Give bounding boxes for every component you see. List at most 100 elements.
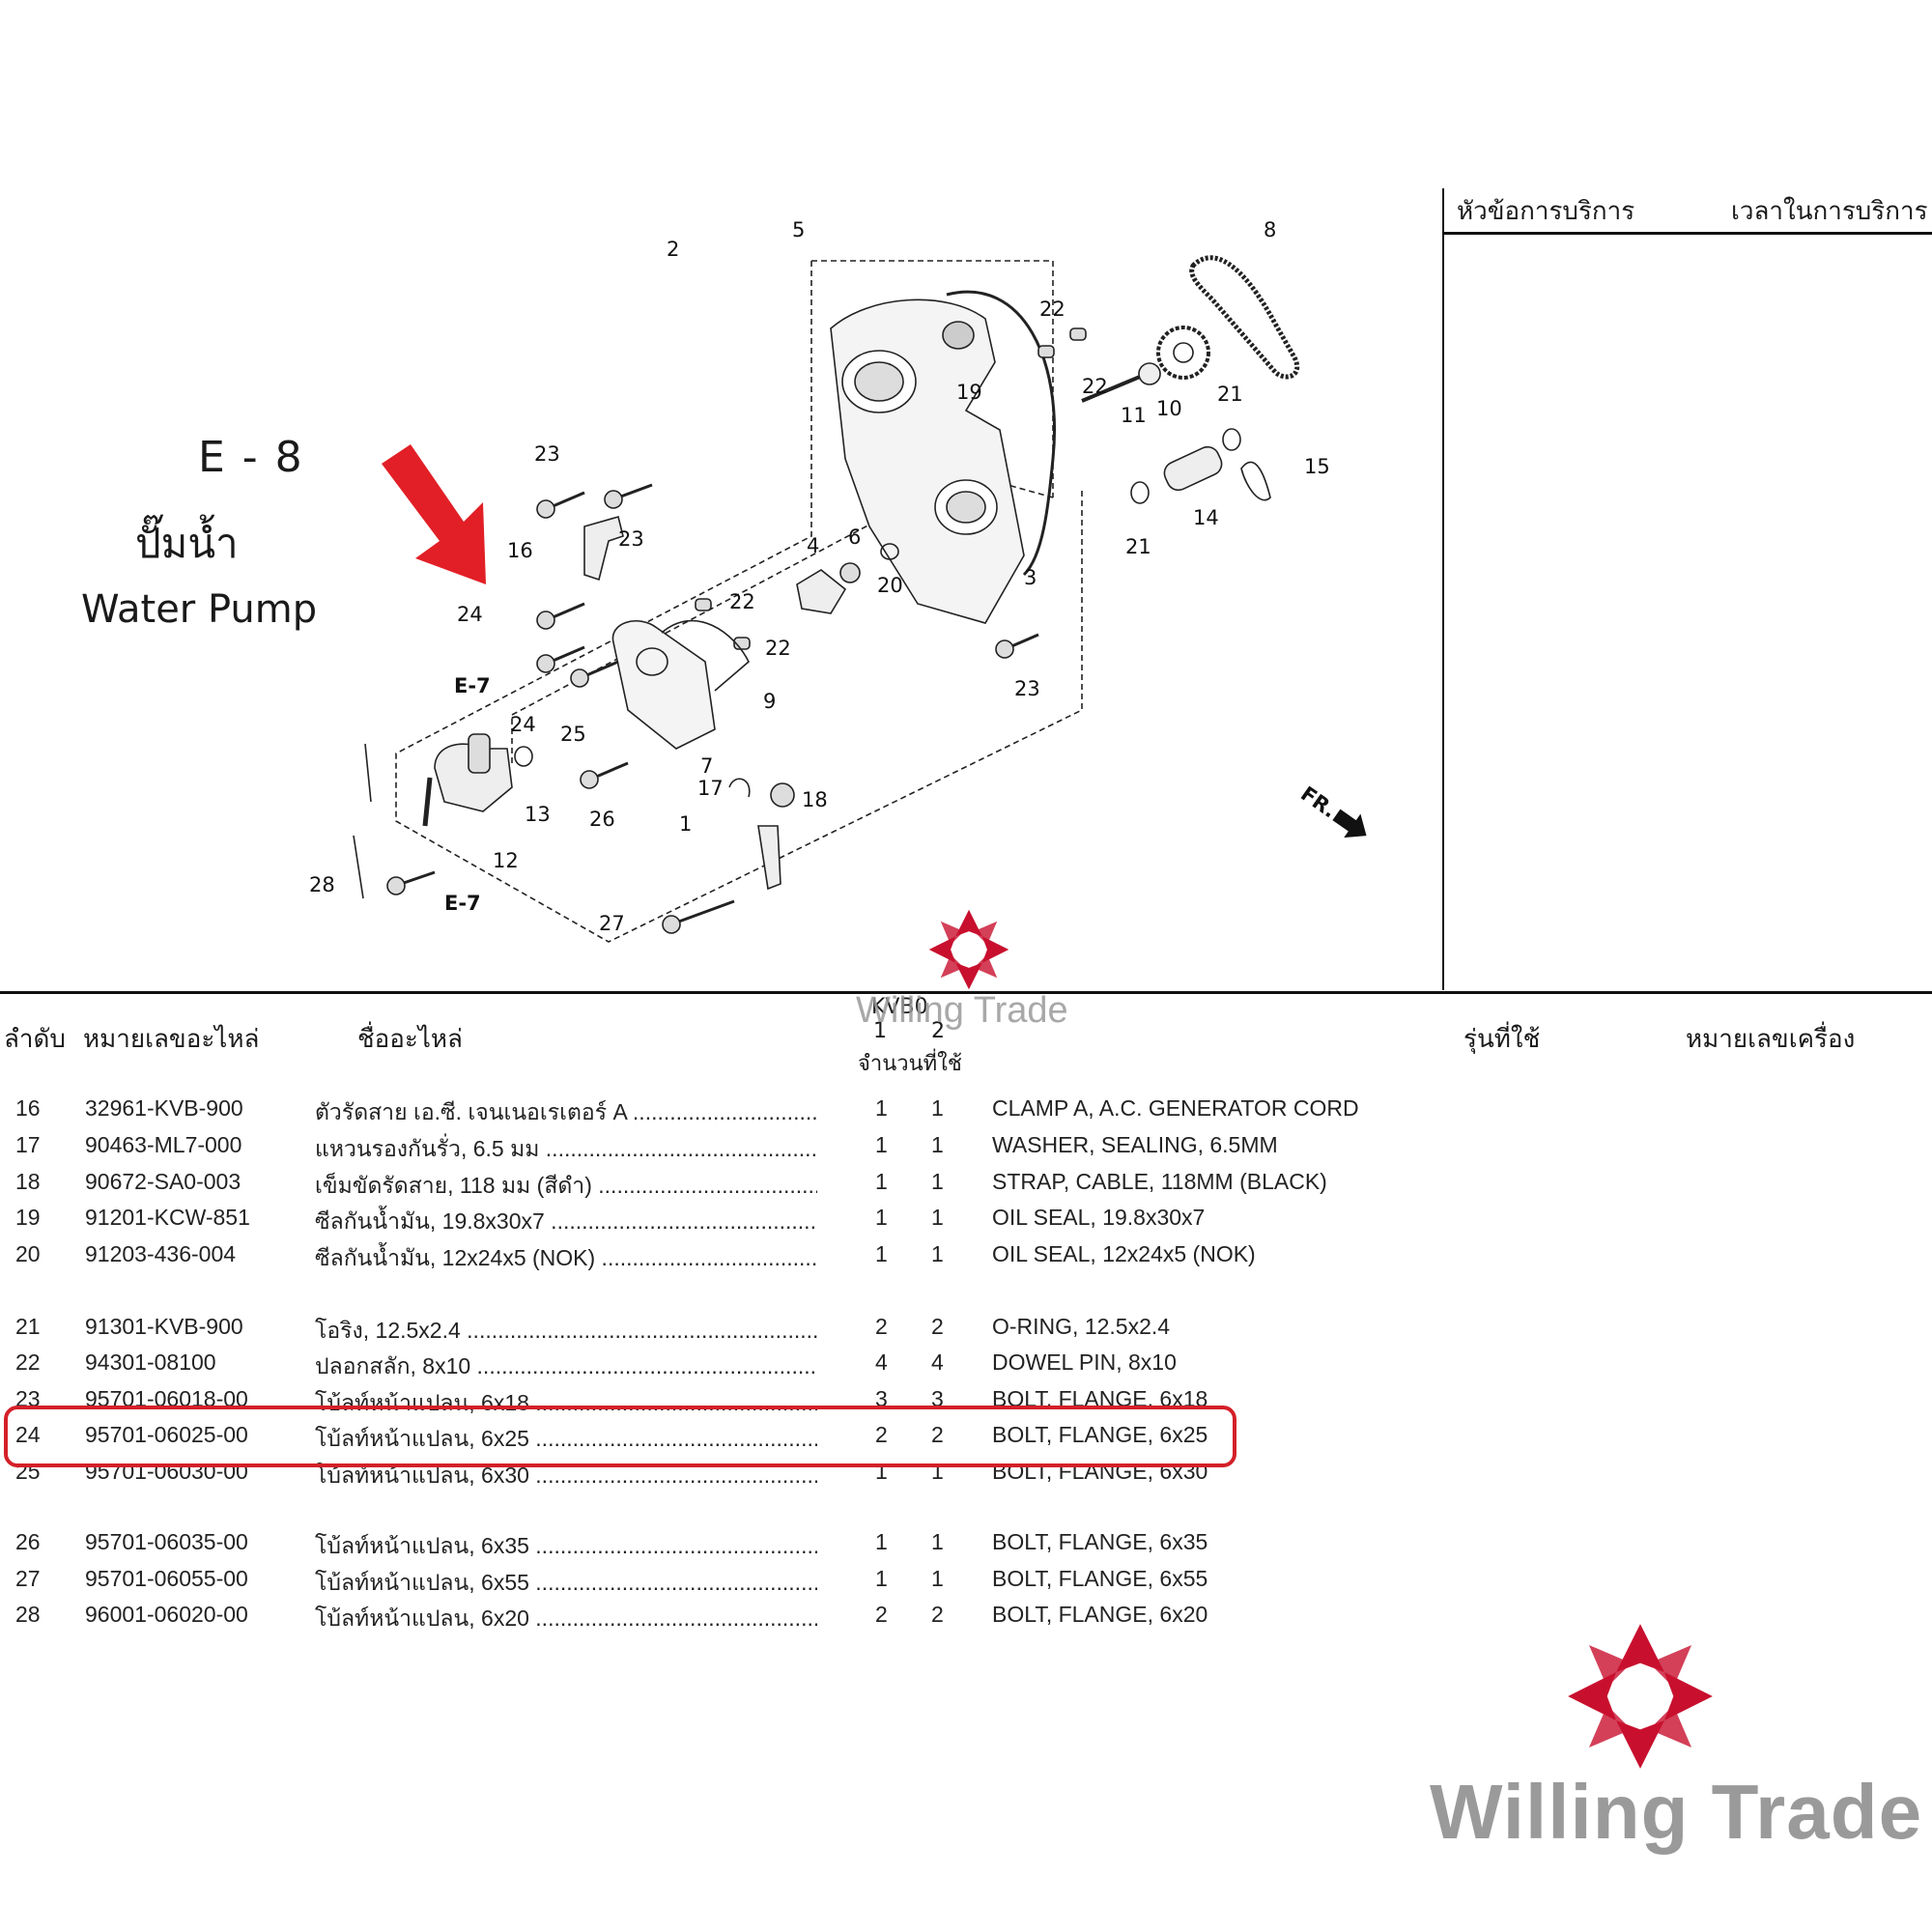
row-part-name-english: DOWEL PIN, 8x10 bbox=[992, 1350, 1177, 1375]
row-part-name-thai: ซีลกันน้ำมัน, 12x24x5 (NOK) bbox=[315, 1241, 817, 1276]
svg-text:8: 8 bbox=[1264, 218, 1276, 242]
svg-text:6: 6 bbox=[848, 526, 861, 549]
row-index: 16 bbox=[15, 1095, 41, 1121]
row-part-name-english: BOLT, FLANGE, 6x55 bbox=[992, 1566, 1208, 1591]
svg-text:18: 18 bbox=[802, 788, 828, 811]
row-index: 28 bbox=[15, 1602, 41, 1627]
row-part-name-english: BOLT, FLANGE, 6x30 bbox=[992, 1459, 1208, 1484]
reference-e7-bottom: E-7 bbox=[444, 892, 481, 915]
row-qty-1: 2 bbox=[875, 1422, 888, 1447]
svg-text:7: 7 bbox=[700, 754, 713, 778]
row-qty-1: 4 bbox=[875, 1350, 888, 1375]
row-qty-2: 4 bbox=[931, 1350, 944, 1375]
row-part-name-english: BOLT, FLANGE, 6x25 bbox=[992, 1422, 1208, 1447]
row-index: 20 bbox=[15, 1241, 41, 1266]
row-qty-1: 1 bbox=[875, 1132, 888, 1157]
row-part-name-english: WASHER, SEALING, 6.5MM bbox=[992, 1132, 1278, 1157]
svg-text:27: 27 bbox=[599, 912, 625, 935]
row-qty-2: 2 bbox=[931, 1602, 944, 1627]
svg-text:12: 12 bbox=[493, 849, 519, 872]
col-header-qty-code: KVB0 bbox=[871, 995, 928, 1019]
row-qty-2: 1 bbox=[931, 1566, 944, 1591]
row-qty-1: 1 bbox=[875, 1095, 888, 1121]
row-part-number: 90463-ML7-000 bbox=[85, 1132, 242, 1157]
row-part-number: 91201-KCW-851 bbox=[85, 1205, 250, 1230]
svg-text:23: 23 bbox=[618, 527, 644, 551]
row-qty-2: 1 bbox=[931, 1132, 944, 1157]
row-part-name-thai: ซีลกันน้ำมัน, 19.8x30x7 bbox=[315, 1205, 817, 1239]
row-qty-1: 1 bbox=[875, 1566, 888, 1591]
row-qty-2: 1 bbox=[931, 1529, 944, 1554]
svg-text:25: 25 bbox=[560, 723, 586, 746]
svg-text:FR.: FR. bbox=[1296, 781, 1341, 822]
svg-text:22: 22 bbox=[1082, 375, 1108, 398]
row-part-number: 90672-SA0-003 bbox=[85, 1169, 242, 1194]
svg-text:16: 16 bbox=[507, 539, 533, 562]
svg-text:4: 4 bbox=[807, 534, 819, 557]
row-qty-2: 1 bbox=[931, 1205, 944, 1230]
col-header-qty-2: 2 bbox=[931, 1019, 945, 1043]
row-qty-2: 1 bbox=[931, 1241, 944, 1266]
svg-text:14: 14 bbox=[1193, 506, 1219, 529]
row-qty-1: 3 bbox=[875, 1386, 888, 1411]
svg-text:9: 9 bbox=[763, 690, 776, 713]
watermark-text-large: Willing Trade bbox=[1430, 1769, 1923, 1855]
svg-text:22: 22 bbox=[765, 637, 791, 660]
willing-trade-logo-icon bbox=[928, 909, 1009, 990]
svg-text:21: 21 bbox=[1125, 535, 1151, 558]
row-part-name-thai: โบ้ลท์หน้าแปลน, 6x25 bbox=[315, 1422, 817, 1457]
row-part-name-english: OIL SEAL, 19.8x30x7 bbox=[992, 1205, 1206, 1230]
section-code: E - 8 bbox=[198, 433, 304, 482]
row-part-name-english: STRAP, CABLE, 118MM (BLACK) bbox=[992, 1169, 1327, 1194]
col-header-index: ลำดับ bbox=[4, 1025, 66, 1054]
row-qty-2: 1 bbox=[931, 1095, 944, 1121]
row-qty-1: 2 bbox=[875, 1602, 888, 1627]
row-part-number: 32961-KVB-900 bbox=[85, 1095, 243, 1121]
col-header-model: รุ่นที่ใช้ bbox=[1463, 1025, 1541, 1054]
row-index: 22 bbox=[15, 1350, 41, 1375]
service-topic-header: หัวข้อการบริการ bbox=[1457, 197, 1635, 226]
red-arrow-icon bbox=[382, 444, 486, 584]
row-part-name-english: OIL SEAL, 12x24x5 (NOK) bbox=[992, 1241, 1256, 1266]
reference-e7-top: E-7 bbox=[454, 674, 491, 697]
row-part-number: 91301-KVB-900 bbox=[85, 1314, 243, 1339]
table-top-rule bbox=[0, 991, 1932, 994]
row-part-number: 95701-06025-00 bbox=[85, 1422, 248, 1447]
row-part-number: 95701-06055-00 bbox=[85, 1566, 248, 1591]
service-time-header: เวลาในการบริการ bbox=[1731, 197, 1928, 226]
row-part-number: 95701-06030-00 bbox=[85, 1459, 248, 1484]
row-index: 21 bbox=[15, 1314, 41, 1339]
row-qty-2: 1 bbox=[931, 1169, 944, 1194]
svg-text:11: 11 bbox=[1121, 404, 1147, 427]
row-index: 17 bbox=[15, 1132, 41, 1157]
svg-text:24: 24 bbox=[457, 603, 483, 626]
svg-text:23: 23 bbox=[1014, 677, 1040, 700]
svg-text:21: 21 bbox=[1217, 383, 1243, 406]
row-index: 25 bbox=[15, 1459, 41, 1484]
svg-text:19: 19 bbox=[956, 381, 982, 404]
row-part-name-thai: โบ้ลท์หน้าแปลน, 6x18 bbox=[315, 1386, 817, 1421]
row-qty-2: 2 bbox=[931, 1314, 944, 1339]
svg-text:24: 24 bbox=[510, 713, 536, 736]
col-header-qty-label: จำนวนที่ใช้ bbox=[858, 1052, 962, 1076]
front-direction-arrow-icon: FR. bbox=[1296, 781, 1367, 838]
svg-text:22: 22 bbox=[729, 590, 755, 613]
row-part-name-english: BOLT, FLANGE, 6x35 bbox=[992, 1529, 1208, 1554]
col-header-part-number: หมายเลขอะไหล่ bbox=[83, 1025, 260, 1054]
row-part-name-thai: แหวนรองกันรั่ว, 6.5 มม bbox=[315, 1132, 817, 1167]
svg-text:17: 17 bbox=[697, 777, 724, 800]
row-qty-2: 3 bbox=[931, 1386, 944, 1411]
row-qty-1: 2 bbox=[875, 1314, 888, 1339]
col-header-part-name: ชื่ออะไหล่ bbox=[357, 1025, 463, 1054]
svg-text:13: 13 bbox=[525, 803, 551, 826]
row-part-name-thai: โบ้ลท์หน้าแปลน, 6x20 bbox=[315, 1602, 817, 1636]
row-part-name-english: O-RING, 12.5x2.4 bbox=[992, 1314, 1171, 1339]
row-part-name-thai: ตัวรัดสาย เอ.ซี. เจนเนอเรเตอร์ A bbox=[315, 1095, 817, 1130]
